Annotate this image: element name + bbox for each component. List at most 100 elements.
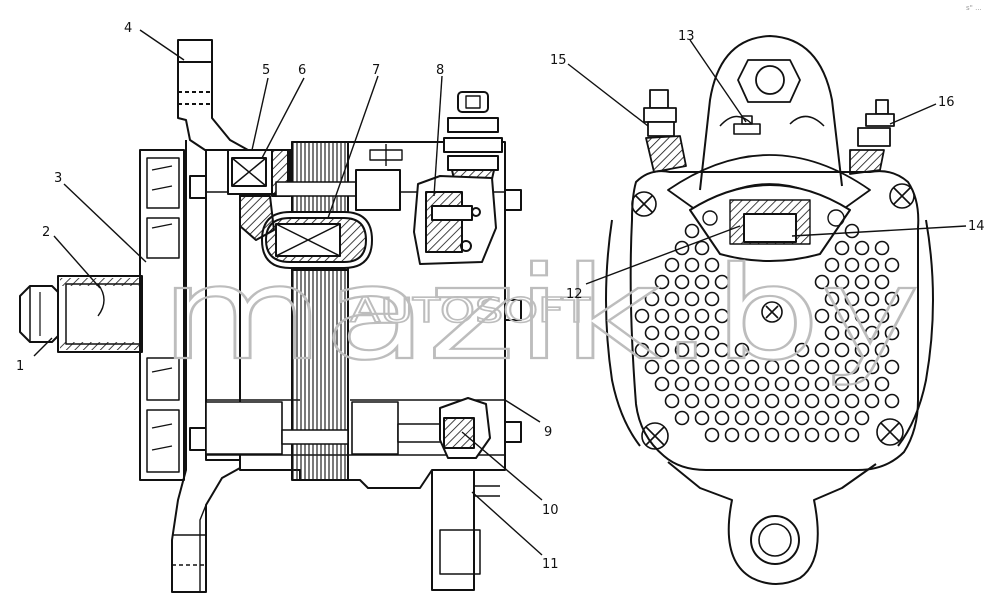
brush-holder (413, 175, 497, 265)
vent-hole (684, 359, 700, 375)
vent-hole (644, 325, 660, 341)
corner-mark: s" ... (966, 4, 982, 12)
vent-hole (814, 308, 830, 324)
callout-12: 12 (566, 287, 583, 302)
vent-hole (844, 359, 860, 375)
vent-hole (814, 274, 830, 290)
vent-hole (674, 240, 690, 256)
vent-hole (884, 291, 900, 307)
vent-hole (674, 308, 690, 324)
vent-hole (844, 427, 860, 443)
callout-14: 14 (968, 219, 985, 234)
vent-hole (794, 376, 810, 392)
vent-hole (834, 274, 850, 290)
vent-hole (764, 393, 780, 409)
housing (205, 141, 506, 489)
vent-hole (654, 308, 670, 324)
callout-2: 2 (42, 225, 50, 240)
callout-15: 15 (550, 53, 567, 68)
vent-hole (694, 308, 710, 324)
vent-hole (684, 291, 700, 307)
rear-bearing (439, 397, 491, 459)
vent-hole (854, 308, 870, 324)
vent-hole (814, 410, 830, 426)
terminal-stud-left (643, 89, 687, 173)
vent-hole (664, 291, 680, 307)
vent-hole (704, 257, 720, 273)
watermark-main: mazik.by (160, 240, 920, 389)
vent-hole (804, 359, 820, 375)
vent-hole (684, 325, 700, 341)
callout-7: 7 (372, 63, 380, 78)
fan (139, 149, 185, 481)
vent-hole (644, 359, 660, 375)
upper-mounting-ear (177, 39, 249, 151)
vent-hole (654, 376, 670, 392)
vent-hole (714, 342, 730, 358)
vent-hole (674, 342, 690, 358)
vent-hole (744, 427, 760, 443)
callout-8: 8 (436, 63, 444, 78)
front-end-frame (171, 140, 241, 593)
vent-hole (704, 291, 720, 307)
vent-hole (824, 257, 840, 273)
vent-hole (874, 274, 890, 290)
vent-hole (874, 240, 890, 256)
vent-hole (824, 359, 840, 375)
vent-hole (874, 308, 890, 324)
callout-labels: 1 2 3 4 5 6 7 8 9 10 11 12 13 14 15 16 (16, 21, 985, 572)
regulator-area (667, 154, 871, 262)
vent-hole (794, 410, 810, 426)
alternator-section-view (19, 39, 522, 593)
vent-hole (834, 308, 850, 324)
callout-leaders (33, 29, 967, 556)
vent-hole (844, 393, 860, 409)
vent-hole (794, 342, 810, 358)
vent-hole (684, 257, 700, 273)
callout-10: 10 (542, 503, 559, 518)
vent-hole (884, 325, 900, 341)
vent-hole (844, 291, 860, 307)
vent-hole (654, 274, 670, 290)
vent-hole (844, 257, 860, 273)
vent-hole (884, 359, 900, 375)
relay-terminal (733, 115, 761, 135)
vent-hole (694, 410, 710, 426)
vent-hole (634, 308, 650, 324)
vent-hole (734, 342, 750, 358)
vent-hole (664, 359, 680, 375)
vent-hole (644, 291, 660, 307)
vent-hole (864, 291, 880, 307)
vent-hole (634, 342, 650, 358)
vent-hole (824, 325, 840, 341)
callout-13: 13 (678, 29, 695, 44)
callout-5: 5 (262, 63, 270, 78)
vent-hole (654, 342, 670, 358)
callout-1: 1 (16, 359, 24, 374)
stator (291, 141, 349, 481)
top-mounting-lug (699, 35, 843, 191)
vent-hole (864, 393, 880, 409)
vent-hole (804, 393, 820, 409)
vent-hole (784, 359, 800, 375)
end-plate-screws (631, 183, 915, 450)
vent-hole (854, 342, 870, 358)
vent-hole (864, 325, 880, 341)
output-terminal (443, 91, 503, 189)
vent-hole (744, 359, 760, 375)
vent-hole (674, 274, 690, 290)
vent-hole (834, 342, 850, 358)
vent-hole (804, 427, 820, 443)
vent-hole (864, 359, 880, 375)
vent-hole (854, 240, 870, 256)
vent-hole (734, 376, 750, 392)
callout-3: 3 (54, 171, 62, 186)
vent-hole (814, 376, 830, 392)
callout-16: 16 (938, 95, 955, 110)
vent-hole (834, 410, 850, 426)
terminal-stud-right (849, 99, 895, 175)
vent-hole (774, 376, 790, 392)
vent-hole (764, 427, 780, 443)
vent-hole (854, 410, 870, 426)
